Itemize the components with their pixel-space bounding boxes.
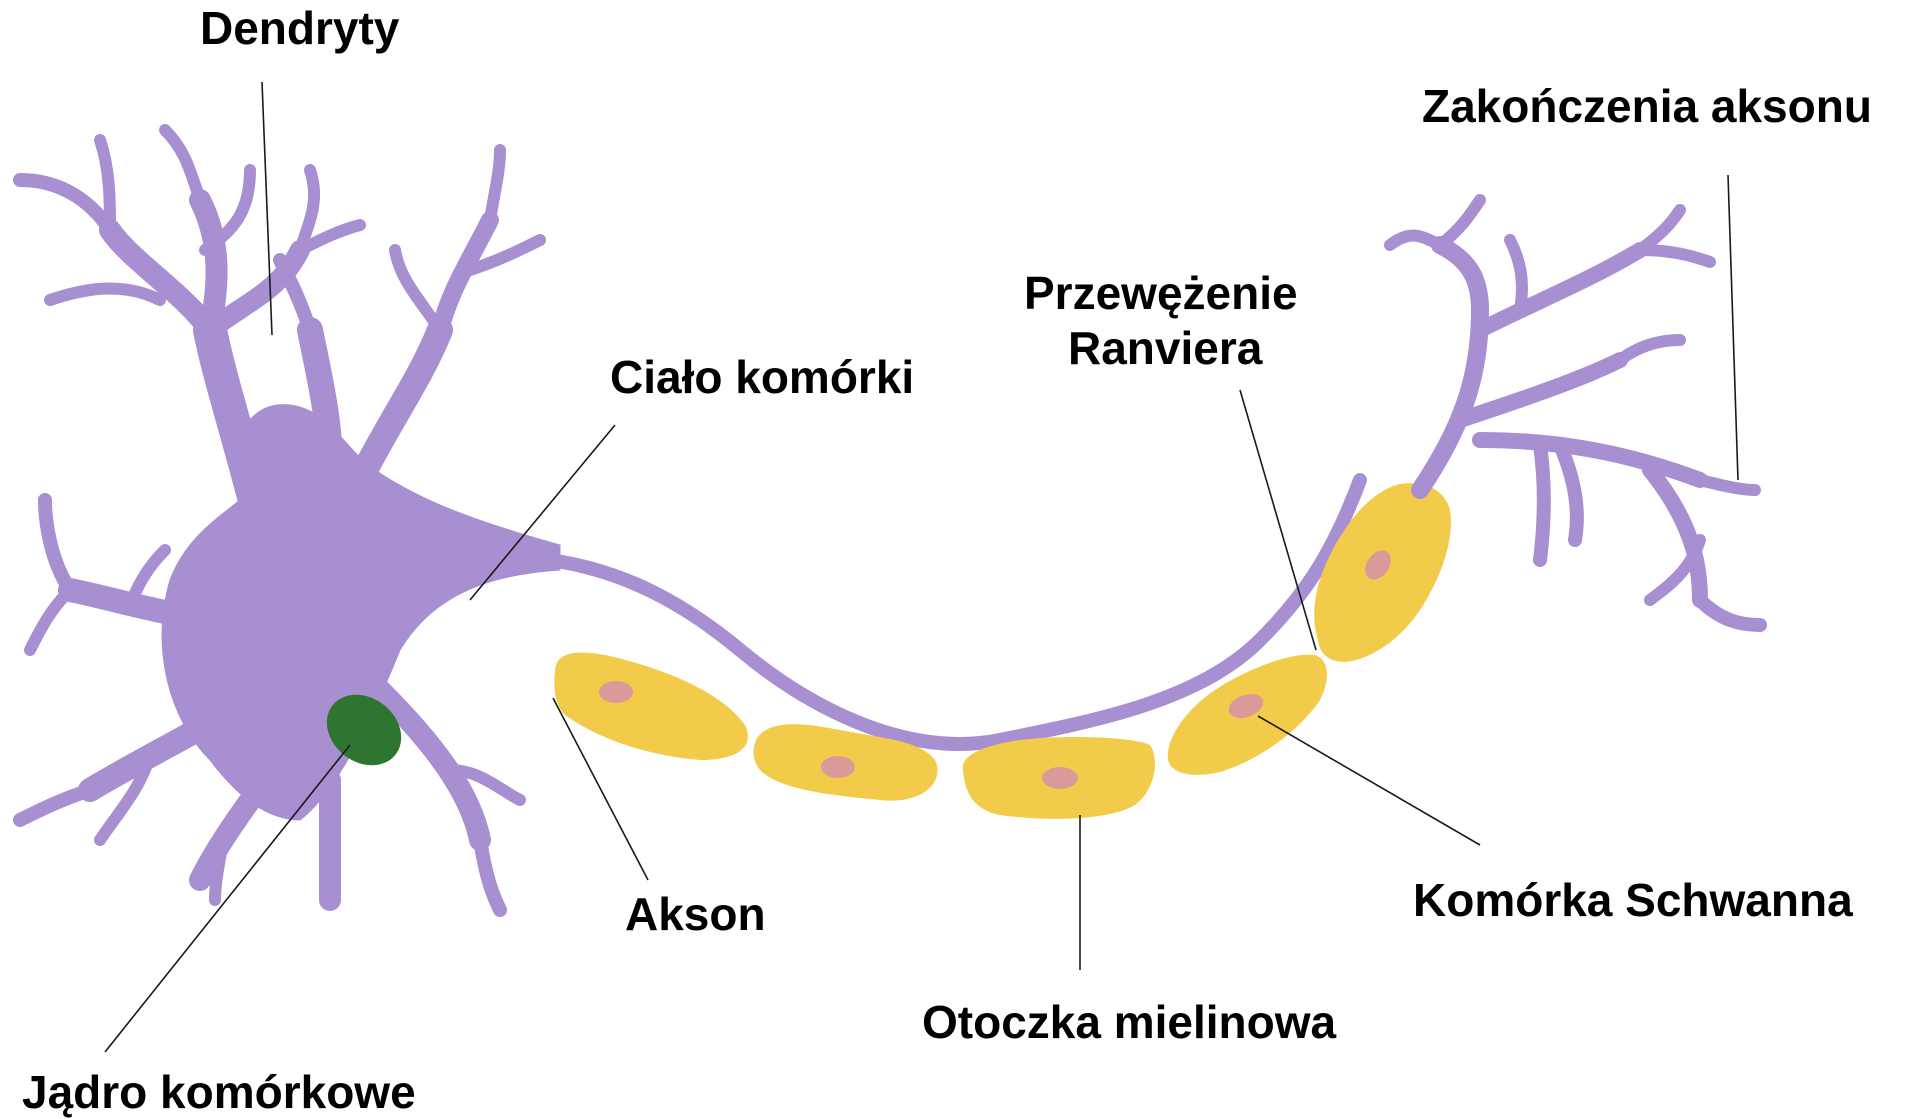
- myelin-sheath: [554, 483, 1451, 819]
- label-schwann-cell: Komórka Schwanna: [1413, 874, 1853, 926]
- axon-terminals: [1390, 200, 1760, 625]
- label-axon-terminals: Zakończenia aksonu: [1422, 80, 1872, 132]
- label-soma: Ciało komórki: [610, 351, 914, 403]
- schwann-nucleus: [599, 681, 633, 703]
- schwann-nucleus: [821, 756, 855, 778]
- label-node-ranvier-line1: Przewężenie: [1024, 267, 1298, 319]
- schwann-cell: [554, 653, 748, 760]
- leader-nucleus: [105, 745, 350, 1052]
- leader-axon-terminals: [1728, 175, 1738, 480]
- label-myelin-sheath: Otoczka mielinowa: [922, 996, 1337, 1048]
- label-axon: Akson: [625, 888, 766, 940]
- leader-schwann: [1258, 716, 1480, 845]
- label-dendrites: Dendryty: [200, 2, 400, 54]
- label-node-ranvier-line2: Ranviera: [1068, 322, 1263, 374]
- schwann-nucleus: [1042, 767, 1078, 789]
- neuron-cell: [20, 130, 560, 910]
- label-nucleus: Jądro komórkowe: [22, 1066, 416, 1118]
